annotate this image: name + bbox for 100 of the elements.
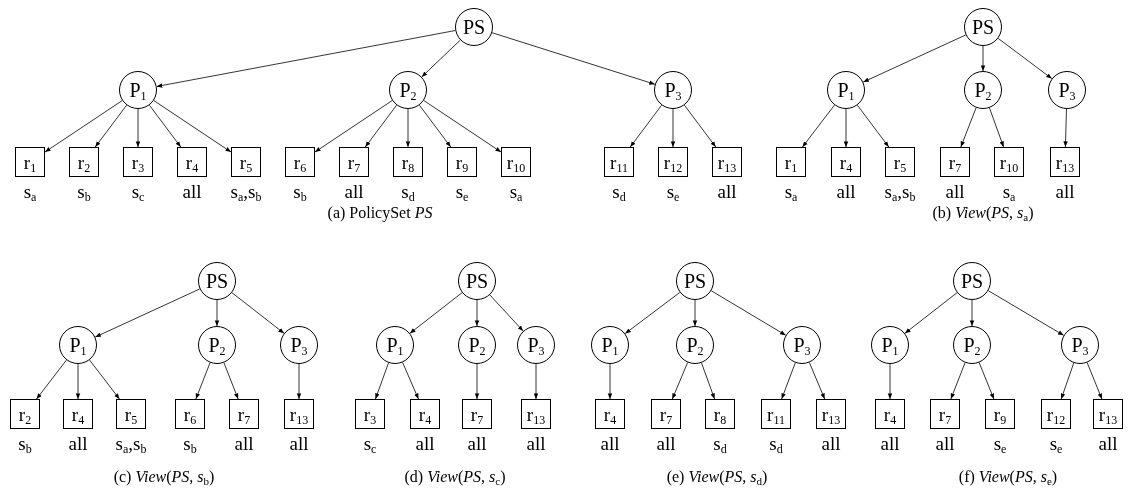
node-label: P$_{3}$ (527, 335, 545, 355)
subject-label: s$_{a}$,s$_{b}$ (884, 182, 916, 201)
subject-label: s$_{c}$ (363, 434, 377, 453)
node-label: r$_{13}$ (1055, 152, 1075, 172)
subject-label: s$_{c}$ (131, 182, 145, 201)
node-label: P$_{2}$ (974, 80, 992, 100)
subject-label: all (1055, 182, 1075, 201)
subject-label: s$_{d}$ (612, 182, 626, 201)
node-label: r$_{10}$ (506, 152, 526, 172)
subject-label: all (836, 182, 856, 201)
node-label: r$_{13}$ (717, 152, 737, 172)
node-label: r$_{9}$ (455, 152, 469, 172)
node-label: r$_{7}$ (347, 152, 361, 172)
subject-label: s$_{d}$ (769, 434, 783, 453)
node-label: P$_{1}$ (837, 80, 855, 100)
node-label: r$_{11}$ (610, 152, 628, 172)
node-label: r$_{13}$ (526, 404, 546, 424)
node-label: r$_{7}$ (938, 404, 952, 424)
subject-label: all (945, 182, 965, 201)
caption: (d) View(PS, s$_{c}$) (404, 469, 506, 485)
node-label: r$_{8}$ (713, 404, 727, 424)
node-label: r$_{7}$ (470, 404, 484, 424)
node-label: r$_{5}$ (893, 152, 907, 172)
subject-label: all (467, 434, 487, 453)
subject-label: s$_{b}$ (18, 434, 32, 453)
subject-label: s$_{a}$,s$_{b}$ (115, 434, 147, 453)
node-label: PS (465, 271, 489, 291)
subject-label: all (600, 434, 620, 453)
subject-label: all (880, 434, 900, 453)
node-label: P$_{1}$ (69, 335, 87, 355)
node-label: r$_{4}$ (418, 404, 432, 424)
subject-label: all (821, 434, 841, 453)
node-label: r$_{2}$ (18, 404, 32, 424)
node-label: P$_{2}$ (686, 335, 704, 355)
subject-label: s$_{a}$ (784, 182, 798, 201)
node-label: r$_{9}$ (993, 404, 1007, 424)
subject-label: s$_{d}$ (713, 434, 727, 453)
subject-label: s$_{a}$ (509, 182, 523, 201)
subject-label: s$_{a}$ (23, 182, 37, 201)
node-label: r$_{7}$ (659, 404, 673, 424)
node-label: r$_{7}$ (948, 152, 962, 172)
node-label: P$_{1}$ (129, 80, 147, 100)
node-label: P$_{1}$ (386, 335, 404, 355)
subject-label: s$_{b}$ (183, 434, 197, 453)
node-label: r$_{12}$ (663, 152, 683, 172)
subject-label: all (415, 434, 435, 453)
node-label: P$_{2}$ (399, 80, 417, 100)
node-label: r$_{13}$ (821, 404, 841, 424)
subject-label: all (234, 434, 254, 453)
subject-label: s$_{e}$ (666, 182, 680, 201)
node-label: PS (462, 17, 486, 37)
node-label: r$_{4}$ (839, 152, 853, 172)
node-label: r$_{8}$ (401, 152, 415, 172)
node-label: r$_{2}$ (77, 152, 91, 172)
subject-label: all (656, 434, 676, 453)
node-label: P$_{3}$ (664, 80, 682, 100)
node-label: P$_{3}$ (290, 335, 308, 355)
node-label: PS (205, 271, 229, 291)
node-label: P$_{1}$ (601, 335, 619, 355)
node-label: r$_{6}$ (293, 152, 307, 172)
subject-label: s$_{a}$ (1002, 182, 1016, 201)
subject-label: s$_{d}$ (401, 182, 415, 201)
node-label: r$_{5}$ (124, 404, 138, 424)
subject-label: s$_{e}$ (1049, 434, 1063, 453)
subject-label: s$_{e}$ (993, 434, 1007, 453)
node-label: r$_{13}$ (1098, 404, 1118, 424)
node-label: P$_{2}$ (208, 335, 226, 355)
node-label: P$_{3}$ (1058, 80, 1076, 100)
node-label: r$_{4}$ (185, 152, 199, 172)
node-label: r$_{4}$ (603, 404, 617, 424)
caption: (c) View(PS, s$_{b}$) (113, 469, 215, 485)
node-label: r$_{1}$ (784, 152, 798, 172)
node-label: P$_{3}$ (793, 335, 811, 355)
node-label: P$_{1}$ (881, 335, 899, 355)
caption: (f) View(PS, s$_{e}$) (958, 469, 1058, 485)
node-label: P$_{3}$ (1071, 335, 1089, 355)
node-label: r$_{3}$ (363, 404, 377, 424)
subject-label: all (717, 182, 737, 201)
node-label: PS (971, 17, 995, 37)
subject-label: all (68, 434, 88, 453)
node-label: r$_{13}$ (289, 404, 309, 424)
node-label: r$_{3}$ (131, 152, 145, 172)
subject-label: all (344, 182, 364, 201)
node-label: P$_{2}$ (963, 335, 981, 355)
node-label: r$_{6}$ (183, 404, 197, 424)
subject-label: all (289, 434, 309, 453)
node-label: r$_{1}$ (23, 152, 37, 172)
node-label: r$_{4}$ (71, 404, 85, 424)
node-label: r$_{5}$ (239, 152, 253, 172)
node-label: PS (960, 271, 984, 291)
node-label: r$_{12}$ (1046, 404, 1066, 424)
subject-label: all (182, 182, 202, 201)
node-label: r$_{7}$ (237, 404, 251, 424)
subject-label: all (526, 434, 546, 453)
subject-label: s$_{b}$ (293, 182, 307, 201)
node-label: r$_{10}$ (999, 152, 1019, 172)
subject-label: s$_{e}$ (455, 182, 469, 201)
caption: (b) View(PS, s$_{a}$) (932, 205, 1034, 221)
caption: (e) View(PS, s$_{d}$) (666, 469, 768, 485)
subject-label: s$_{b}$ (77, 182, 91, 201)
